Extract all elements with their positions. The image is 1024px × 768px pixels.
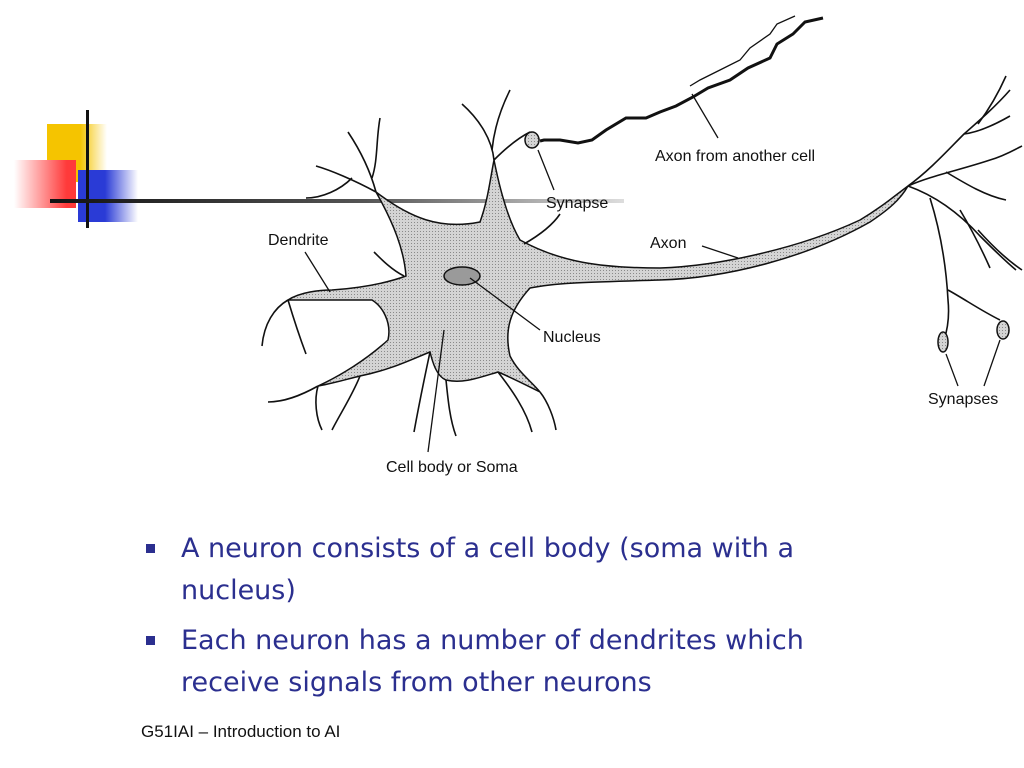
bullet-text-line: Each neuron has a number of dendrites wh… [181,625,804,656]
label-synapses: Synapses [928,391,998,408]
footer-course-title: G51IAI – Introduction to AI [141,722,341,741]
label-dendrite: Dendrite [268,232,329,249]
bullet-square-icon [146,636,155,645]
synapse-terminal-right [996,320,1010,340]
bullet-text-line: A neuron consists of a cell body (soma w… [181,533,795,564]
incoming-axon [539,16,824,145]
neuron-diagram: Axon from another cell Synapse Dendrite … [261,15,1023,476]
synapse-knob [524,131,540,149]
synapse-terminal-left [937,331,949,353]
axon-terminals [907,75,1023,341]
nucleus [443,266,481,286]
bullet-square-icon [146,544,155,553]
bullet-list: A neuron consists of a cell body (soma w… [144,528,904,712]
bullet-text-line: nucleus) [181,575,296,606]
horizontal-rule-decoration [50,199,624,203]
vertical-rule-decoration [86,110,89,228]
leader-lines [304,93,1001,453]
bullet-item: A neuron consists of a cell body (soma w… [144,528,904,612]
label-axon: Axon [650,235,686,252]
label-axon-from-another-cell: Axon from another cell [655,148,815,165]
bullet-item: Each neuron has a number of dendrites wh… [144,620,904,704]
dendrite-branches [261,89,561,437]
label-cell-body: Cell body or Soma [386,459,518,476]
label-synapse: Synapse [546,195,608,212]
label-nucleus: Nucleus [543,329,601,346]
bullet-text-line: receive signals from other neurons [181,667,652,698]
